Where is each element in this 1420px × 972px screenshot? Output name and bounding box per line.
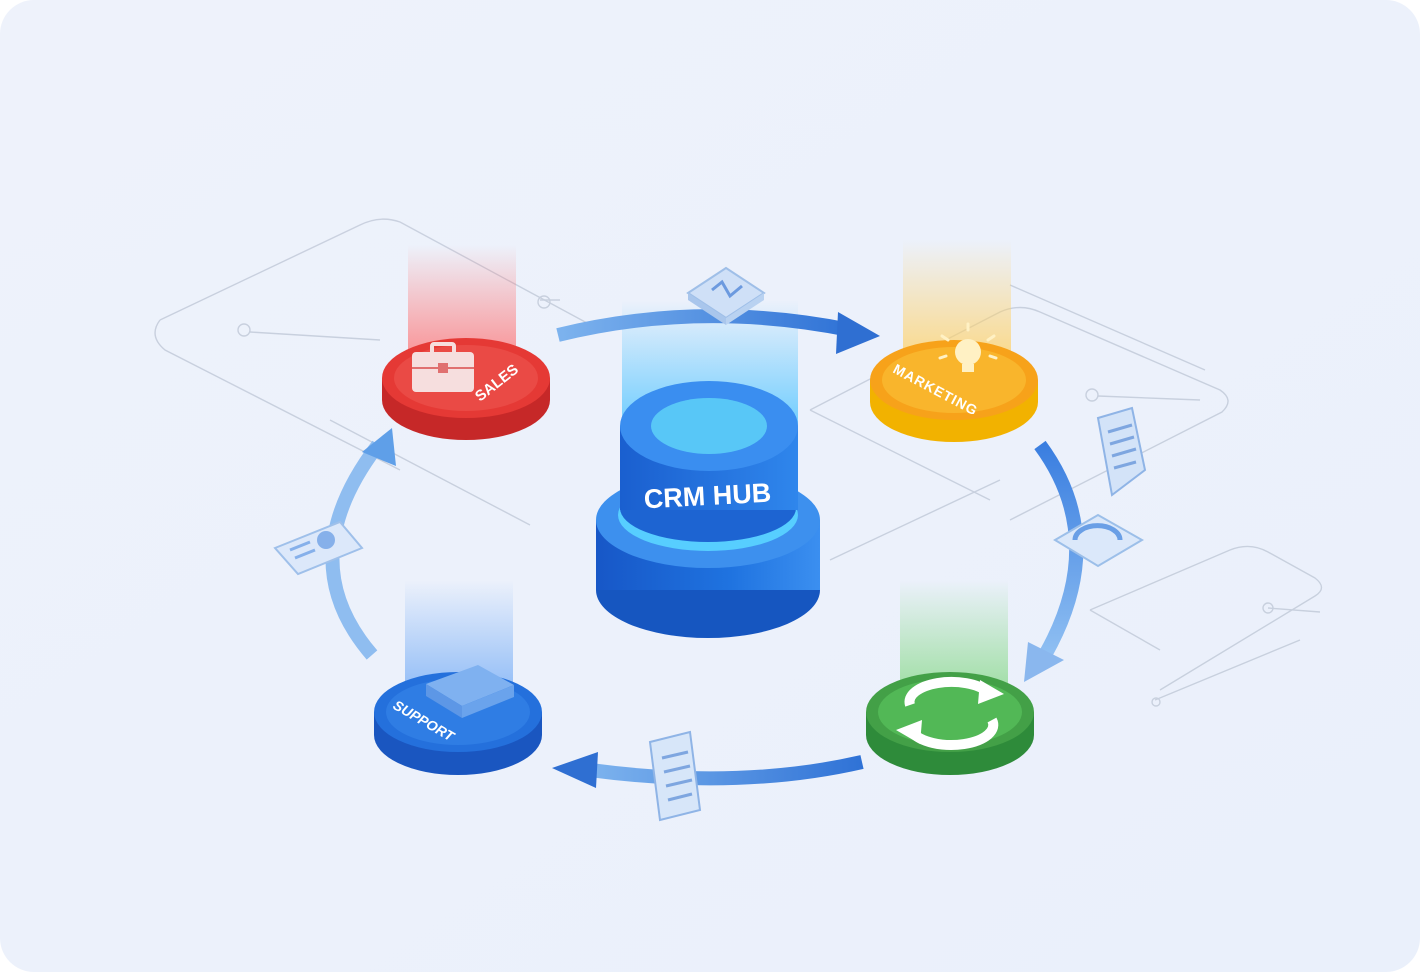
arrow-head-sync-to-support bbox=[552, 752, 598, 788]
lightbulb-icon bbox=[938, 322, 998, 372]
sales-node[interactable]: SALES bbox=[382, 338, 550, 440]
flow-arrows bbox=[325, 309, 1084, 788]
arrow-head-support-to-sales bbox=[362, 428, 396, 466]
refresh-icon bbox=[904, 676, 999, 750]
document-icon-bottom bbox=[648, 730, 702, 822]
arrow-head-sales-to-marketing bbox=[836, 312, 880, 354]
briefcase-icon bbox=[412, 342, 474, 392]
sync-node[interactable] bbox=[866, 672, 1034, 775]
arrow-head-marketing-to-sync bbox=[1024, 642, 1064, 682]
document-icon-top bbox=[686, 266, 766, 325]
marketing-node[interactable]: MARKETING bbox=[870, 322, 1038, 442]
arrow-sync-to-support bbox=[589, 755, 864, 786]
arrow-sales-to-marketing bbox=[556, 309, 852, 342]
hub-label: CRM HUB bbox=[643, 478, 772, 515]
crm-hub: CRM HUB bbox=[596, 381, 820, 638]
contact-card-icon bbox=[273, 520, 364, 576]
refresh-badge-icon bbox=[1053, 513, 1144, 568]
support-node[interactable]: SUPPORT bbox=[374, 665, 542, 775]
document-icon-right bbox=[1096, 406, 1147, 497]
box-icon bbox=[426, 665, 514, 718]
